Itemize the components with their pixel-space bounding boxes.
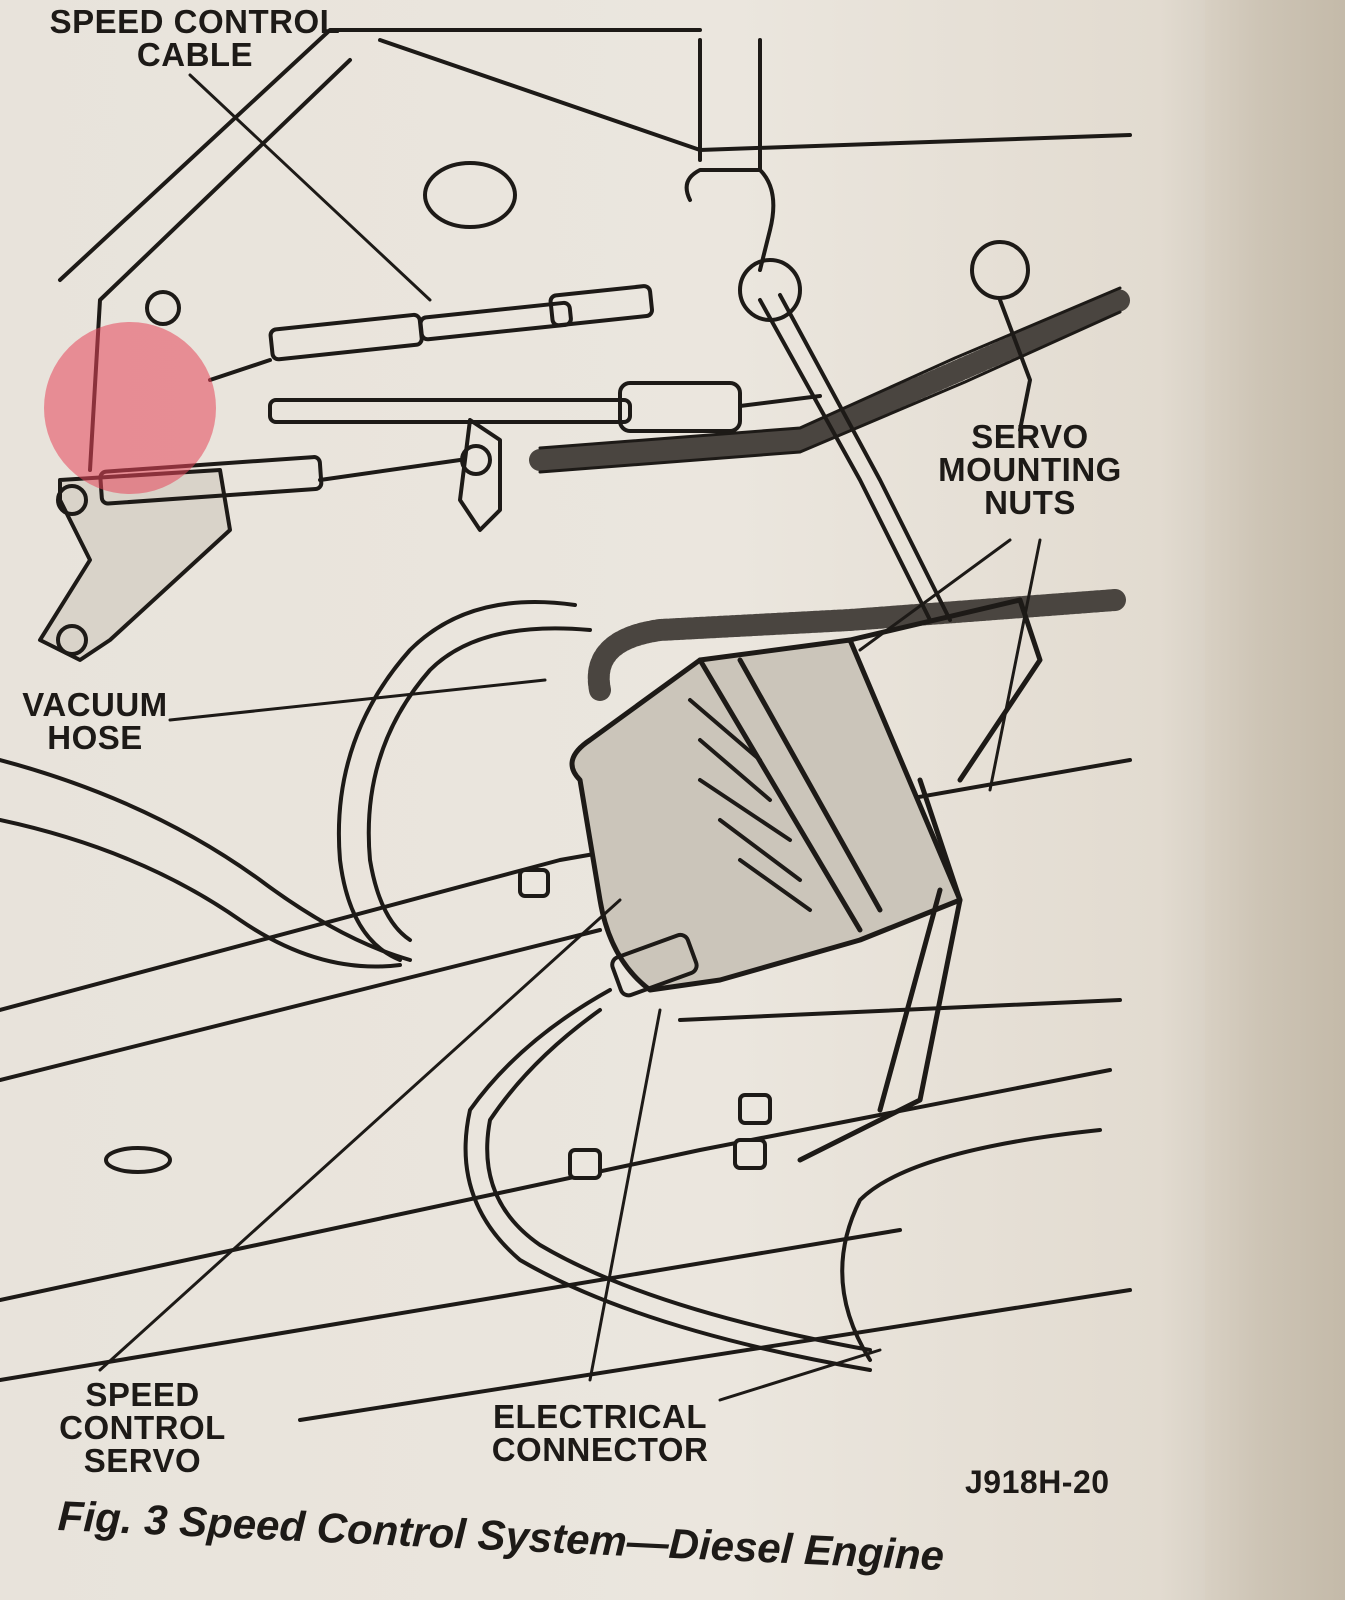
label-line: MOUNTING — [938, 451, 1122, 488]
label-line: CABLE — [136, 36, 254, 73]
leader-lines — [98, 73, 1042, 1402]
servo-mount-strap — [797, 887, 963, 1163]
vacuum-hose — [0, 600, 592, 969]
speed-control-cable-label: SPEED CONTROL CABLE — [40, 5, 350, 71]
page-edge — [1205, 0, 1345, 1600]
throttle-bracket — [38, 290, 232, 662]
highlight-mark — [44, 322, 216, 494]
connector-harness — [463, 932, 1102, 1372]
label-line: CONNECTOR — [491, 1431, 709, 1468]
servo-mounting-nuts-label: SERVO MOUNTING NUTS — [925, 420, 1135, 519]
hose-outline — [538, 286, 1122, 474]
servo-body — [569, 597, 1043, 993]
throttle-rod — [684, 168, 1032, 622]
label-line: ELECTRICAL — [493, 1398, 707, 1435]
textured-hose — [529, 289, 1131, 701]
speed-control-servo-label: SPEED CONTROL SERVO — [0, 1378, 285, 1477]
speed-control-cables — [98, 284, 822, 506]
label-line: HOSE — [47, 719, 143, 756]
label-line: NUTS — [984, 484, 1076, 521]
frame-hole — [104, 1146, 172, 1174]
label-line: SPEED CONTROL — [49, 3, 341, 40]
label-line: SERVO — [83, 1442, 202, 1479]
servo-ribs — [688, 698, 812, 912]
vacuum-hose-label: VACUUM HOSE — [10, 688, 180, 754]
label-line: SPEED CONTROL — [59, 1376, 226, 1446]
speed-control-diagram — [0, 28, 1132, 1422]
panel-hole — [423, 161, 517, 229]
electrical-connector-label: ELECTRICAL CONNECTOR — [470, 1400, 730, 1466]
label-line: VACUUM — [22, 686, 168, 723]
figure-id: J918H-20 — [965, 1464, 1110, 1500]
cable-bracket — [458, 418, 502, 532]
mounting-bolts — [518, 868, 772, 1180]
label-line: SERVO — [971, 418, 1089, 455]
